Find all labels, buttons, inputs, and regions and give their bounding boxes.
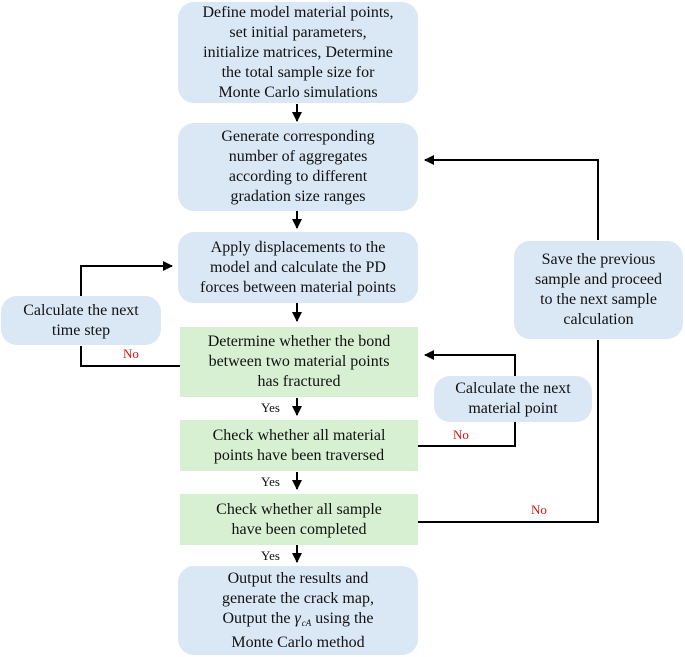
label-no-bond: No — [123, 346, 139, 361]
node-output-line-4: Monte Carlo method — [231, 633, 365, 651]
label-yes-samples: Yes — [261, 548, 280, 563]
node-apply-line-1: Apply displacements to the — [210, 238, 386, 256]
gamma-ca-symbol: γ — [294, 609, 301, 627]
node-output-line-3-post: using the — [315, 609, 374, 627]
arrow-no-points-loop — [418, 422, 516, 447]
node-generate-line-3: according to different — [228, 168, 368, 185]
node-save-line-3: to the next sample — [540, 291, 657, 308]
decision-bond-line-1: Determine whether the bond — [207, 333, 391, 350]
node-apply-displacements: Apply displacements to the model and cal… — [178, 232, 418, 303]
decision-bond-line-2: between two material points — [208, 353, 390, 370]
arrow-save-sample-to-generate — [424, 155, 599, 240]
decision-points-line-2: points have been traversed — [213, 446, 385, 464]
node-next-time-step: Calculate the next time step — [1, 296, 161, 345]
node-time-step-line-1: Calculate the next — [23, 301, 139, 319]
node-save-line-1: Save the previous — [541, 251, 656, 268]
node-save-line-4: calculation — [563, 311, 634, 328]
node-output-line-1: Output the results and — [227, 569, 369, 587]
label-yes-bond: Yes — [261, 400, 280, 415]
node-generate-aggregates: Generate corresponding number of aggrega… — [178, 123, 418, 211]
node-define-line-3: initialize matrices, Determine — [203, 43, 393, 61]
node-generate-line-2: number of aggregates — [228, 148, 368, 165]
arrow-time-step-to-apply — [80, 261, 173, 296]
decision-bond-fractured: Determine whether the bond between two m… — [180, 327, 418, 397]
node-next-material-point: Calculate the next material point — [434, 376, 592, 422]
node-time-step-line-2: time step — [51, 321, 111, 339]
decision-points-line-1: Check whether all material — [212, 426, 386, 444]
node-generate-line-1: Generate corresponding — [221, 128, 375, 145]
node-apply-line-2: model and calculate the PD — [210, 258, 386, 276]
node-define-model: Define model material points, set initia… — [178, 2, 418, 103]
arrow-next-point-to-determine — [424, 350, 516, 376]
label-no-points: No — [453, 427, 469, 442]
node-apply-line-3: forces between material points — [200, 278, 396, 296]
decision-all-samples-completed: Check whether all sample have been compl… — [180, 494, 418, 545]
arrow-no-bond-loop — [80, 346, 180, 367]
node-define-line-2: set initial parameters, — [229, 23, 367, 41]
arrow-no-samples-loop — [418, 340, 599, 523]
node-define-line-5: Monte Carlo simulations — [218, 83, 378, 101]
decision-bond-line-3: has fractured — [257, 373, 341, 390]
node-output-results: Output the results and generate the crac… — [178, 566, 418, 655]
node-define-line-1: Define model material points, — [202, 3, 394, 21]
node-output-line-3-pre: Output the — [222, 609, 291, 627]
node-define-line-4: the total sample size for — [221, 63, 375, 81]
node-output-line-2: generate the crack map, — [222, 589, 374, 607]
node-generate-line-4: gradation size ranges — [230, 188, 366, 205]
node-save-sample: Save the previous sample and proceed to … — [514, 241, 683, 339]
decision-samples-line-1: Check whether all sample — [216, 500, 382, 518]
label-yes-points: Yes — [261, 474, 280, 489]
decision-all-points-traversed: Check whether all material points have b… — [180, 420, 418, 471]
decision-samples-line-2: have been completed — [231, 520, 367, 538]
node-output-line-3: Output the γcA using the — [222, 609, 373, 633]
gamma-ca-subscript: cA — [301, 617, 312, 628]
node-next-point-line-2: material point — [468, 400, 558, 417]
label-no-samples: No — [531, 502, 547, 517]
node-next-point-line-1: Calculate the next — [455, 380, 571, 397]
node-save-line-2: sample and proceed — [534, 271, 663, 288]
